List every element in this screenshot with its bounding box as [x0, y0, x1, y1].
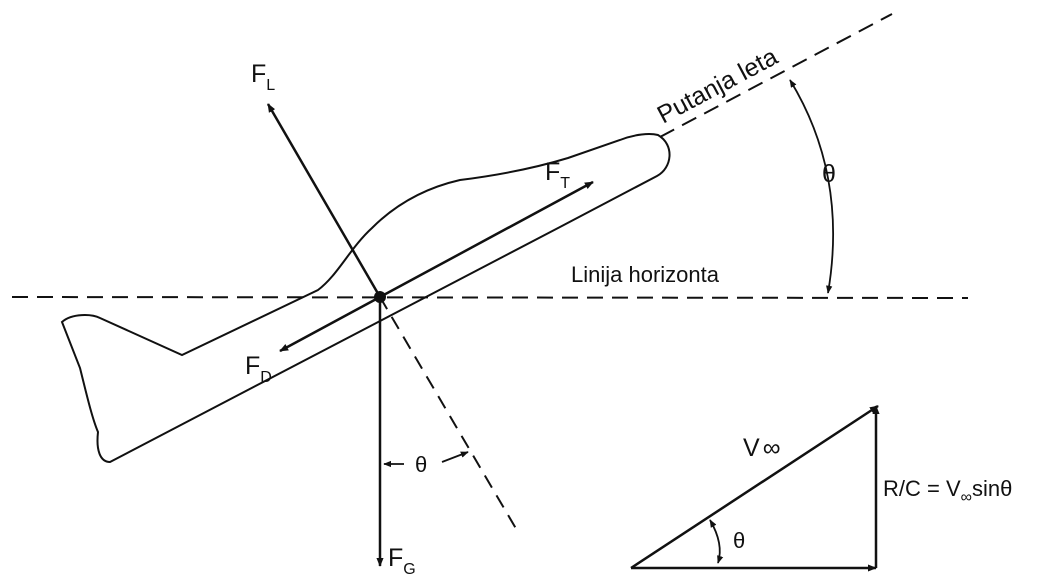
lift-vector: [266, 103, 382, 298]
triangle-angle-theta: θ: [733, 528, 745, 553]
velocity-label: V∞: [743, 434, 781, 462]
thrust-label: FT: [545, 158, 570, 192]
airplane-outline: [60, 133, 671, 464]
weight-label: FG: [388, 544, 416, 578]
lift-label: FL: [251, 60, 275, 94]
velocity-vector: [630, 404, 879, 570]
flight-path-label: Putanja leta: [653, 43, 783, 130]
triangle-angle-arc: [709, 519, 724, 564]
rate-of-climb-label: R/C = V∞sinθ: [883, 476, 1012, 506]
drag-vector: [279, 295, 381, 353]
drag-label: FD: [245, 352, 272, 386]
weight-angle-theta: θ: [415, 452, 427, 477]
flight-angle-theta: θ: [822, 160, 836, 188]
perpendicular-dashed-line: [379, 296, 519, 533]
horizon-line: [11, 296, 969, 299]
weight-angle-dimension-right: [441, 451, 469, 463]
thrust-vector: [379, 180, 594, 299]
flight-angle-arc: [789, 79, 835, 294]
center-of-gravity-dot: [374, 291, 386, 303]
flight-path-line: [659, 13, 893, 138]
horizon-label: Linija horizonta: [571, 262, 720, 287]
